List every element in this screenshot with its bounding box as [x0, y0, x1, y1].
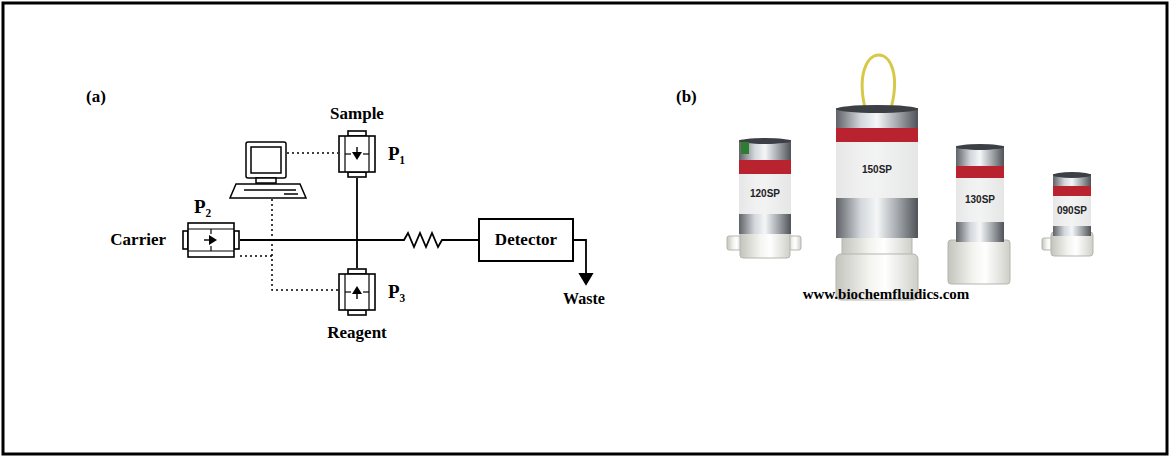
pump-name: P₁ [388, 144, 405, 165]
micro-pump-090SP [1042, 172, 1093, 256]
model-number: 120SP [750, 188, 780, 199]
box-label: Detector [495, 231, 557, 250]
pump-outline [338, 130, 376, 178]
web-address: www.biochemfluidics.com [803, 286, 970, 303]
waste-outlet [574, 240, 592, 284]
stream-name: Reagent [327, 324, 386, 343]
model-number: 150SP [862, 164, 892, 175]
pump-symbol: P₃Reagent [338, 268, 376, 316]
model-number: 090SP [1057, 205, 1087, 216]
stream-name: Sample [330, 105, 384, 124]
stream-name: Carrier [110, 231, 166, 250]
computer-icon [230, 142, 306, 198]
frame [3, 3, 1167, 454]
micro-pump-130SP [948, 144, 1010, 284]
control-wire [240, 153, 338, 290]
model-number: 130SP [965, 194, 995, 205]
detector-box: Detector [478, 218, 574, 262]
pump-name: P₂ [194, 197, 211, 218]
micro-pump-120SP [727, 138, 801, 258]
pump-name: P₃ [388, 282, 405, 303]
panel-letter: (b) [676, 88, 697, 107]
panel-letter: (a) [86, 88, 106, 107]
pump-symbol: P₂Carrier [182, 222, 240, 258]
pump-outline [338, 268, 376, 316]
micro-pump-150SP [836, 55, 918, 300]
outlet-label: Waste [563, 290, 605, 308]
pump-symbol: SampleP₁ [338, 130, 376, 178]
flow-line [357, 178, 478, 240]
pump-outline [182, 222, 240, 258]
